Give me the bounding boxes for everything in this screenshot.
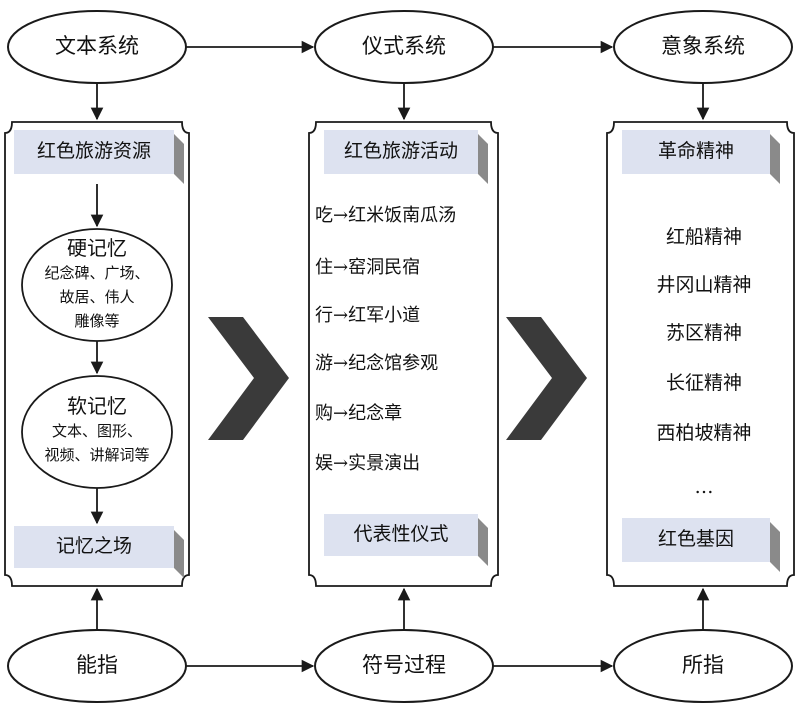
activity-item-6: 娱→实景演出 xyxy=(315,453,421,474)
soft-memory-line-2: 视频、讲解词等 xyxy=(44,446,150,464)
frame-activities xyxy=(308,121,499,587)
chevron-arrow-2 xyxy=(506,317,587,440)
hard-memory-line-3: 雕像等 xyxy=(74,312,120,330)
spirit-item-1: 红船精神 xyxy=(665,226,743,248)
frame-spirit xyxy=(606,121,795,587)
spirit-item-ellipsis: … xyxy=(694,476,714,498)
header-activities: 红色旅游活动 xyxy=(343,140,459,162)
label-semiotic-process: 符号过程 xyxy=(362,653,446,677)
label-box-gene xyxy=(622,518,770,562)
activity-item-2: 住→窑洞民宿 xyxy=(315,257,421,278)
label-image-system: 意象系统 xyxy=(661,34,745,58)
header-spirit: 革命精神 xyxy=(657,140,735,162)
activity-item-1: 吃→红米饭南瓜汤 xyxy=(315,205,457,226)
label-box-activities xyxy=(324,130,478,174)
soft-memory-line-1: 文本、图形、 xyxy=(51,422,143,440)
label-signifier: 能指 xyxy=(76,653,118,677)
activity-item-3: 行→红军小道 xyxy=(315,305,421,326)
activity-item-4: 游→纪念馆参观 xyxy=(315,353,439,374)
label-box-memory-site xyxy=(14,526,174,568)
chevron-arrow-1 xyxy=(208,317,289,440)
spirit-item-5: 西柏坡精神 xyxy=(656,422,752,444)
label-ritual-system: 仪式系统 xyxy=(362,34,446,58)
activity-item-5: 购→纪念章 xyxy=(315,403,403,424)
hard-memory-title: 硬记忆 xyxy=(67,236,127,260)
label-box-resources xyxy=(14,130,174,174)
header-resources: 红色旅游资源 xyxy=(36,140,152,162)
spirit-item-3: 苏区精神 xyxy=(665,322,743,344)
hard-memory-line-1: 纪念碑、广场、 xyxy=(44,264,150,282)
spirit-item-2: 井冈山精神 xyxy=(656,274,752,296)
hard-memory-line-2: 故居、伟人 xyxy=(59,288,135,306)
soft-memory-title: 软记忆 xyxy=(67,394,127,418)
label-text-system: 文本系统 xyxy=(55,34,139,58)
label-box-spirit xyxy=(622,130,770,174)
footer-memory-site: 记忆之场 xyxy=(55,535,133,557)
spirit-item-4: 长征精神 xyxy=(665,372,743,394)
footer-gene: 红色基因 xyxy=(657,528,735,550)
label-box-ritual xyxy=(324,514,478,556)
label-signified: 所指 xyxy=(682,653,724,677)
footer-ritual: 代表性仪式 xyxy=(353,523,449,545)
